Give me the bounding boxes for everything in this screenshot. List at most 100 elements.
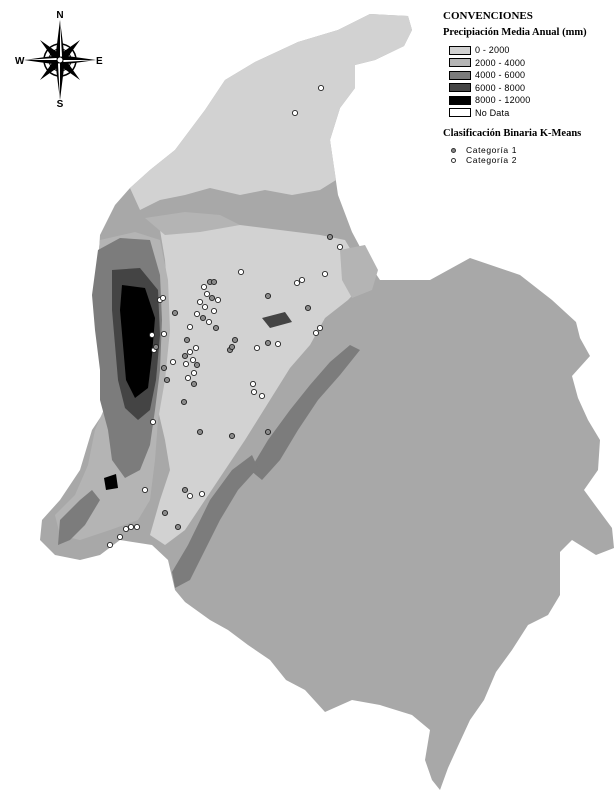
station-category-2	[258, 392, 266, 400]
station-category-1	[163, 376, 171, 384]
station-category-1	[210, 278, 218, 286]
station-category-1	[228, 432, 236, 440]
legend-class-label: 6000 - 8000	[475, 82, 526, 93]
station-category-2	[210, 307, 218, 315]
station-category-2	[193, 310, 201, 318]
station-category-2	[184, 374, 192, 382]
legend-class-label: 0 - 2000	[475, 45, 510, 56]
station-category-1	[181, 352, 189, 360]
legend-swatch	[449, 45, 471, 55]
station-category-1	[181, 486, 189, 494]
compass-south-label: S	[57, 99, 64, 108]
station-category-1	[231, 336, 239, 344]
station-category-2	[291, 109, 299, 117]
precipitation-legend-title: Precipiación Media Anual (mm)	[443, 27, 587, 38]
compass-rose: N S W E	[15, 10, 103, 108]
legend-swatch	[449, 70, 471, 80]
station-category-1	[171, 309, 179, 317]
region-east-mid	[340, 245, 378, 298]
station-category-1	[196, 428, 204, 436]
station-category-2	[312, 329, 320, 337]
station-category-2	[149, 418, 157, 426]
station-category-2	[192, 344, 200, 352]
station-category-2	[205, 318, 213, 326]
station-category-2	[250, 388, 258, 396]
station-category-1	[183, 336, 191, 344]
station-category-1	[264, 339, 272, 347]
legend-swatch	[449, 83, 471, 93]
station-category-2	[182, 360, 190, 368]
legend-class-label: 8000 - 12000	[475, 95, 531, 106]
legend-swatch	[449, 108, 471, 118]
station-category-1	[264, 292, 272, 300]
station-category-2	[190, 369, 198, 377]
region-northwest-mid	[145, 212, 240, 235]
station-category-1	[160, 364, 168, 372]
station-category-2	[200, 283, 208, 291]
legend-class-label: 2000 - 4000	[475, 57, 526, 68]
legend-class-label: 4000 - 6000	[475, 70, 526, 81]
station-category-2	[237, 268, 245, 276]
station-category-2	[127, 523, 135, 531]
station-category-2	[201, 303, 209, 311]
region-north-light	[130, 14, 412, 210]
station-category-1	[208, 294, 216, 302]
region-spot-black	[104, 474, 118, 490]
map-legend: CONVENCIONES Precipiación Media Anual (m…	[443, 10, 615, 165]
station-category-2	[293, 279, 301, 287]
station-category-2	[298, 276, 306, 284]
station-category-2	[116, 533, 124, 541]
station-category-2	[316, 324, 324, 332]
station-category-1	[212, 324, 220, 332]
legend-title: CONVENCIONES	[443, 10, 533, 22]
legend-class-5: No Data	[449, 107, 615, 120]
station-category-1	[180, 398, 188, 406]
station-category-2	[214, 296, 222, 304]
legend-class-2: 4000 - 6000	[449, 69, 615, 82]
station-category-2	[160, 330, 168, 338]
legend-swatch	[449, 95, 471, 105]
station-category-2	[141, 486, 149, 494]
legend-class-0: 0 - 2000	[449, 44, 615, 57]
legend-class-1: 2000 - 4000	[449, 57, 615, 70]
legend-class-4: 8000 - 12000	[449, 94, 615, 107]
region-andes-streak-3	[58, 490, 100, 545]
region-andes-streak-2	[172, 455, 258, 588]
legend-category-label: Categoría 2	[466, 155, 518, 165]
station-category-2	[189, 356, 197, 364]
station-category-1	[326, 233, 334, 241]
category-1-marker	[451, 147, 456, 153]
legend-swatch	[449, 58, 471, 68]
compass-east-label: E	[96, 56, 103, 67]
station-category-2	[159, 294, 167, 302]
legend-category-2: Categoría 2	[451, 155, 615, 165]
category-2-marker	[451, 157, 456, 163]
station-category-2	[122, 525, 130, 533]
country-outline	[40, 14, 614, 790]
station-category-2	[106, 541, 114, 549]
region-pacific-black	[120, 285, 155, 398]
station-category-2	[274, 340, 282, 348]
station-category-2	[198, 490, 206, 498]
station-points	[106, 84, 344, 549]
compass-north-label: N	[56, 10, 63, 21]
station-category-2	[186, 492, 194, 500]
station-category-1	[304, 304, 312, 312]
station-category-1	[228, 343, 236, 351]
kmeans-legend-title: Clasificación Binaria K-Means	[443, 128, 582, 139]
station-category-2	[186, 348, 194, 356]
station-category-1	[152, 343, 160, 351]
station-category-2	[321, 270, 329, 278]
station-category-1	[264, 428, 272, 436]
legend-category-label: Categoría 1	[466, 145, 518, 155]
station-category-2	[133, 523, 141, 531]
station-category-2	[148, 331, 156, 339]
station-category-2	[317, 84, 325, 92]
station-category-2	[253, 344, 261, 352]
station-category-2	[203, 290, 211, 298]
station-category-1	[193, 361, 201, 369]
station-category-1	[174, 523, 182, 531]
compass-west-label: W	[15, 56, 25, 67]
station-category-1	[161, 509, 169, 517]
